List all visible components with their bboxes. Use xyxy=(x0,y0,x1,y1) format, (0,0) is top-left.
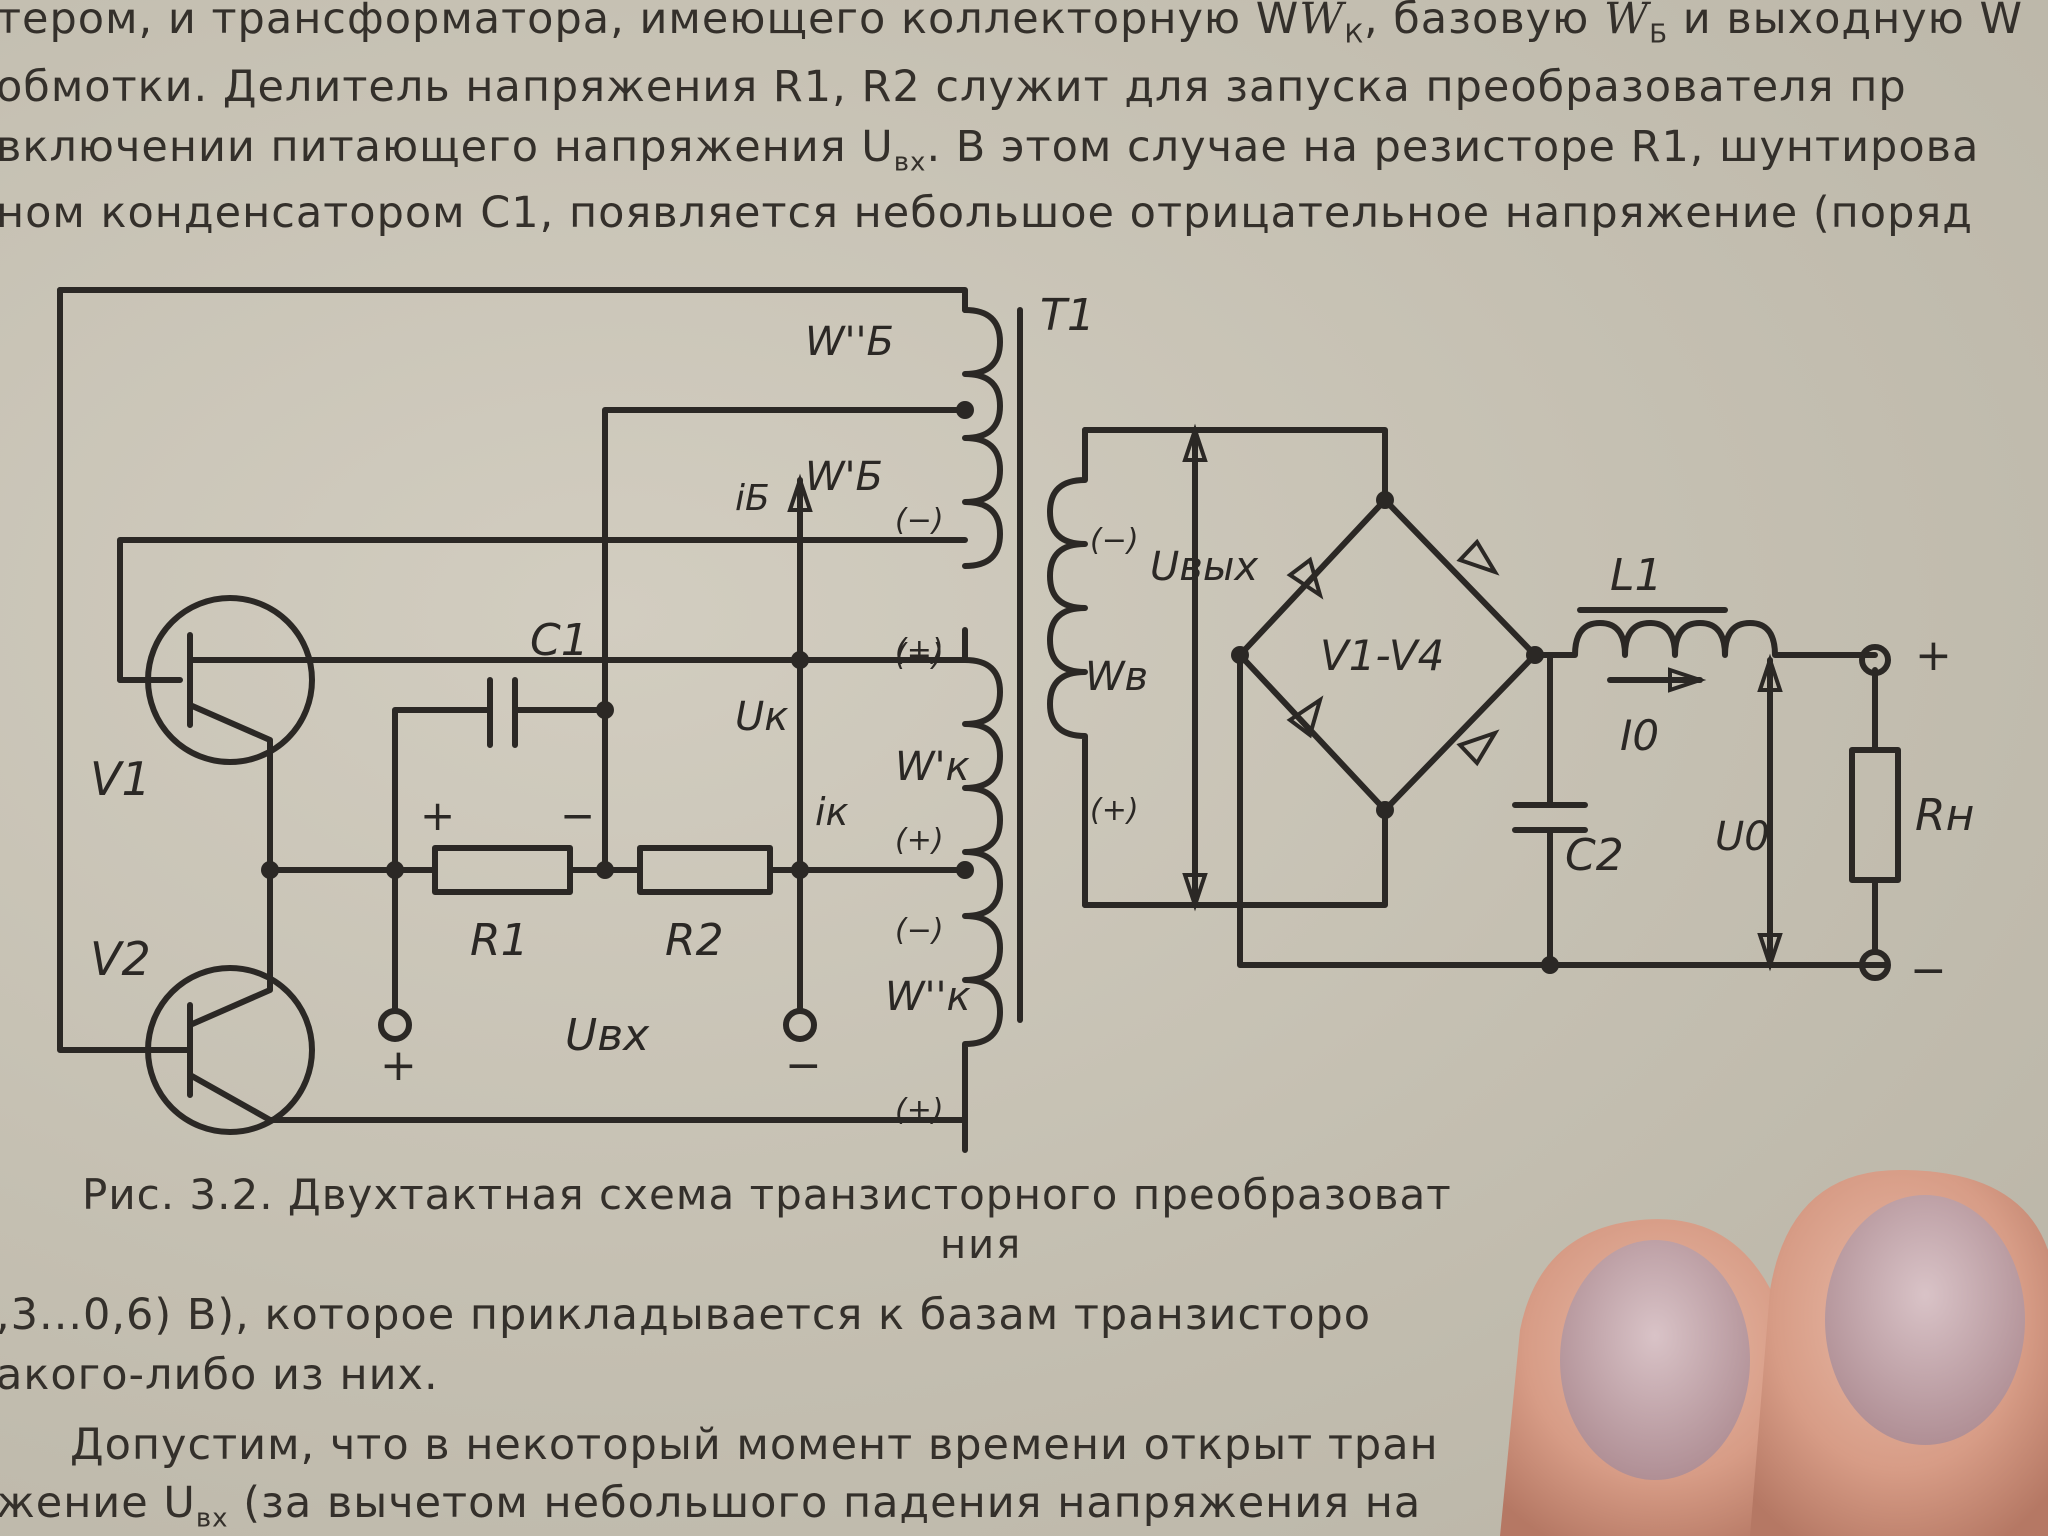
junction xyxy=(261,861,279,879)
label-wk1: W'к xyxy=(895,744,970,790)
wire-left-frame xyxy=(57,287,143,1053)
label-r2: R2 xyxy=(665,915,724,966)
label-rn: Rн xyxy=(1915,790,1974,841)
label-in-minus: − xyxy=(785,1040,822,1091)
text-line-1: тером, и трансформатора, имеющего коллек… xyxy=(0,0,2024,50)
junction xyxy=(386,861,404,879)
resistor-r2 xyxy=(637,845,773,895)
label-pol-4: (+) xyxy=(895,823,944,858)
label-in-plus: + xyxy=(380,1040,417,1091)
wire-bridge-left xyxy=(1237,652,1888,968)
label-wk2: W''к xyxy=(885,974,971,1020)
label-ik: iк xyxy=(815,790,849,834)
wire-base-v1 xyxy=(117,537,968,683)
terminal-out-minus xyxy=(1859,949,1891,981)
label-out-minus: − xyxy=(1910,945,1947,996)
label-pol-7: (−) xyxy=(1090,523,1139,558)
label-c2: C2 xyxy=(1565,830,1624,881)
text-line-2: обмотки. Делитель напряжения R1, R2 служ… xyxy=(0,62,1907,112)
v1-leads xyxy=(117,632,273,873)
label-bridge: V1-V4 xyxy=(1320,631,1444,680)
label-uout: Uвых xyxy=(1150,544,1258,590)
label-c1-minus: − xyxy=(560,791,595,840)
label-v2: V2 xyxy=(90,932,151,986)
junction xyxy=(1541,956,1559,974)
arrow-uk-head xyxy=(787,473,813,512)
terminal-out-plus xyxy=(1859,644,1891,676)
label-u0: U0 xyxy=(1715,814,1770,860)
arrow-uout-heads xyxy=(1182,423,1208,912)
terminal-minus xyxy=(783,1008,817,1042)
label-pol-5: (−) xyxy=(895,913,944,948)
fingers-occlusion xyxy=(1500,1170,2048,1536)
resistor-r1 xyxy=(432,845,573,895)
label-l1: L1 xyxy=(1610,550,1663,601)
label-v1: V1 xyxy=(90,752,151,806)
label-pol-6: (+) xyxy=(895,1093,944,1128)
text-line-3: включении питающего напряжения Uвх. В эт… xyxy=(0,122,1980,178)
junction xyxy=(596,701,614,719)
wire-sec-bottom xyxy=(1082,807,1388,908)
label-ib: iБ xyxy=(735,478,770,519)
nail-left xyxy=(1560,1240,1750,1480)
label-uk: Uк xyxy=(735,694,788,740)
text-after-2: акого-либо из них. xyxy=(0,1350,439,1400)
label-pol-3: (−) xyxy=(895,638,944,673)
label-wb1: W'Б xyxy=(805,454,883,500)
junction xyxy=(1376,491,1394,509)
label-r1: R1 xyxy=(470,915,529,966)
capacitor-c2 xyxy=(1512,652,1588,968)
text-after-4: жение Uвх (за вычетом небольшого падения… xyxy=(0,1478,1422,1534)
coil-wb xyxy=(962,307,1003,569)
junction xyxy=(1231,646,1249,664)
terminal-plus xyxy=(378,1008,412,1042)
label-out-plus: + xyxy=(1915,630,1952,681)
label-c1-plus: + xyxy=(420,791,455,840)
inductor-l1 xyxy=(1532,620,1878,658)
wire-sec-top xyxy=(1082,427,1388,503)
junction xyxy=(596,861,614,879)
junction xyxy=(1376,801,1394,819)
junction xyxy=(791,651,809,669)
text-after-3: Допустим, что в некоторый момент времени… xyxy=(70,1420,1439,1470)
arrow-i0-head xyxy=(1668,667,1707,693)
coil-wv xyxy=(1047,427,1088,908)
figure-caption-line2: ния xyxy=(940,1222,1023,1268)
label-pol-8: (+) xyxy=(1090,793,1139,828)
resistor-rn xyxy=(1849,747,1901,883)
label-c1: C1 xyxy=(530,615,589,666)
v2-leads xyxy=(137,867,968,1123)
label-wv: Wв xyxy=(1085,654,1148,700)
bridge-diodes xyxy=(1286,538,1500,767)
capacitor-c1 xyxy=(392,677,608,873)
text-after-1: ,3...0,6) В), которое прикладывается к б… xyxy=(0,1290,1372,1340)
wire-top xyxy=(57,287,968,313)
label-pol-2: (+) xyxy=(895,633,944,668)
text-line-4: ном конденсатором C1, появляется небольш… xyxy=(0,188,1973,238)
junction xyxy=(956,861,974,879)
label-wb2: W''Б xyxy=(805,319,894,365)
arrow-u0-heads xyxy=(1757,653,1783,972)
figure-caption: Рис. 3.2. Двухтактная схема транзисторно… xyxy=(82,1170,1452,1219)
label-uin: Uвх xyxy=(565,1010,650,1061)
circuit-schematic: T1 W''Б W'Б iБ C1 V1 V2 R1 R2 Uк iк W'к … xyxy=(57,287,1974,1153)
junction xyxy=(1526,646,1544,664)
nail-right xyxy=(1825,1195,2025,1445)
junction xyxy=(791,861,809,879)
coil-wk xyxy=(962,627,1003,1153)
label-t1: T1 xyxy=(1040,290,1095,341)
label-i0: I0 xyxy=(1620,711,1659,760)
junction xyxy=(956,401,974,419)
label-pol-1: (−) xyxy=(895,503,944,538)
